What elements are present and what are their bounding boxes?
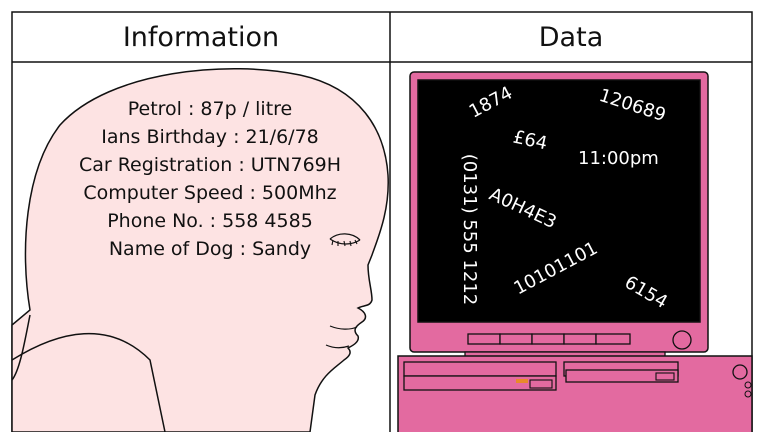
base-led-1 bbox=[744, 381, 752, 389]
header-information: Information bbox=[122, 22, 280, 53]
monitor-button bbox=[595, 333, 631, 345]
monitor-screen bbox=[417, 79, 701, 323]
info-line-car-registration: Car Registration : UTN769H bbox=[78, 154, 342, 176]
drive-bay-1-inner bbox=[529, 379, 553, 389]
computer-illustration bbox=[397, 71, 753, 432]
information-list: Petrol : 87p / litre Ians Birthday : 21/… bbox=[40, 95, 380, 263]
screen-value-time: 11:00pm bbox=[578, 148, 659, 169]
info-line-dog: Name of Dog : Sandy bbox=[108, 238, 312, 260]
drive-bay-2-inner bbox=[655, 372, 675, 381]
monitor-button bbox=[499, 333, 533, 345]
monitor-button bbox=[467, 333, 501, 345]
lip-line bbox=[325, 344, 350, 349]
head-outline bbox=[11, 68, 389, 432]
base-led-2 bbox=[744, 390, 752, 398]
info-line-petrol: Petrol : 87p / litre bbox=[127, 98, 293, 120]
shoulder-line bbox=[11, 314, 31, 381]
head-illustration bbox=[11, 68, 389, 432]
eye-lower bbox=[329, 238, 361, 245]
base-power-button bbox=[732, 364, 748, 380]
drive-led bbox=[516, 379, 528, 383]
drive-bay-1 bbox=[403, 361, 557, 377]
info-line-birthday: Ians Birthday : 21/6/78 bbox=[101, 126, 319, 148]
info-line-computer-speed: Computer Speed : 500Mhz bbox=[83, 182, 337, 204]
header-data: Data bbox=[538, 22, 604, 53]
power-led bbox=[672, 330, 692, 350]
drive-bay-2-slot bbox=[565, 369, 679, 383]
screen-value-phone: (0131) 555 1212 bbox=[459, 153, 481, 306]
monitor-button bbox=[531, 333, 565, 345]
info-line-phone: Phone No. : 558 4585 bbox=[107, 210, 313, 232]
eye bbox=[329, 233, 361, 241]
mouth-line bbox=[329, 325, 358, 330]
neck-line bbox=[11, 332, 166, 432]
monitor-button bbox=[563, 333, 597, 345]
